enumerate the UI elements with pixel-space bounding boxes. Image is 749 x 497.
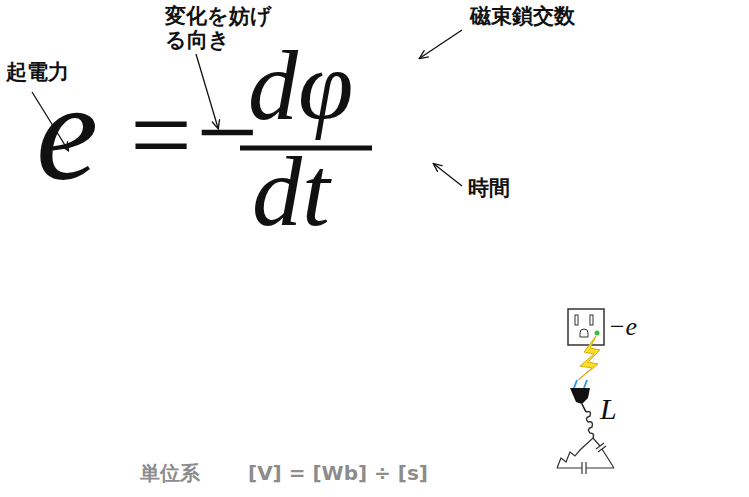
voltage-label: −e <box>608 314 637 340</box>
rc-network <box>557 438 614 474</box>
flux-differential: dφ <box>248 36 353 136</box>
unit-title: 単位系 <box>140 463 200 483</box>
outlet-symbol <box>568 309 604 345</box>
annotation-label: 時間 <box>468 178 510 199</box>
inductor-symbol <box>586 412 594 439</box>
leader-line <box>434 164 462 186</box>
spark <box>578 336 600 380</box>
unit-equation: [V] = [Wb] ÷ [s] <box>248 463 428 483</box>
time-differential: dt <box>252 142 330 242</box>
plug-symbol <box>570 380 590 412</box>
equals-sign: = <box>130 80 192 190</box>
annotation-label: 磁束鎖交数 <box>470 6 575 27</box>
emf-symbol: e <box>36 62 98 202</box>
inductor-label: L <box>600 394 617 424</box>
leader-line <box>420 30 462 58</box>
